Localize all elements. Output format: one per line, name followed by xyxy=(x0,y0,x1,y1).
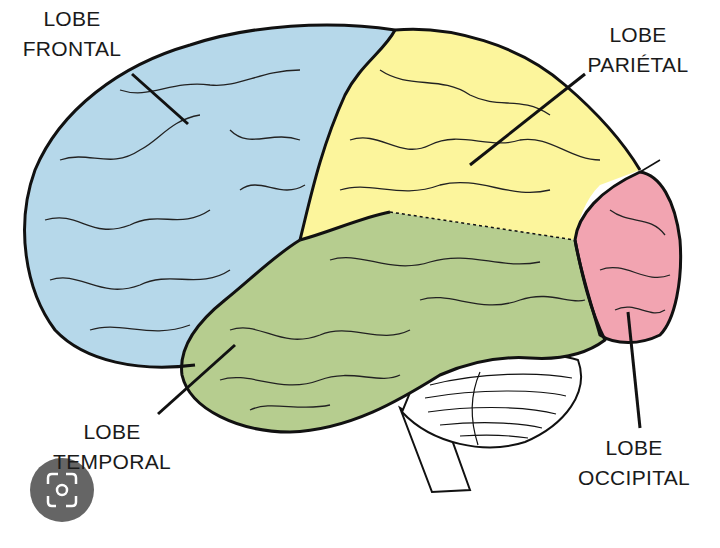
lobe-outlines xyxy=(25,25,681,432)
lobe-label: LOBE TEMPORAL xyxy=(47,417,177,477)
lobe-label: LOBE PARIÉTAL xyxy=(576,20,700,80)
leader-lines xyxy=(132,74,640,428)
dotted-boundary xyxy=(390,212,575,240)
lobe-label: LOBE FRONTAL xyxy=(13,4,131,64)
temporal-lobe xyxy=(182,212,605,432)
lobe-label: LOBE OCCIPITAL xyxy=(569,433,699,493)
